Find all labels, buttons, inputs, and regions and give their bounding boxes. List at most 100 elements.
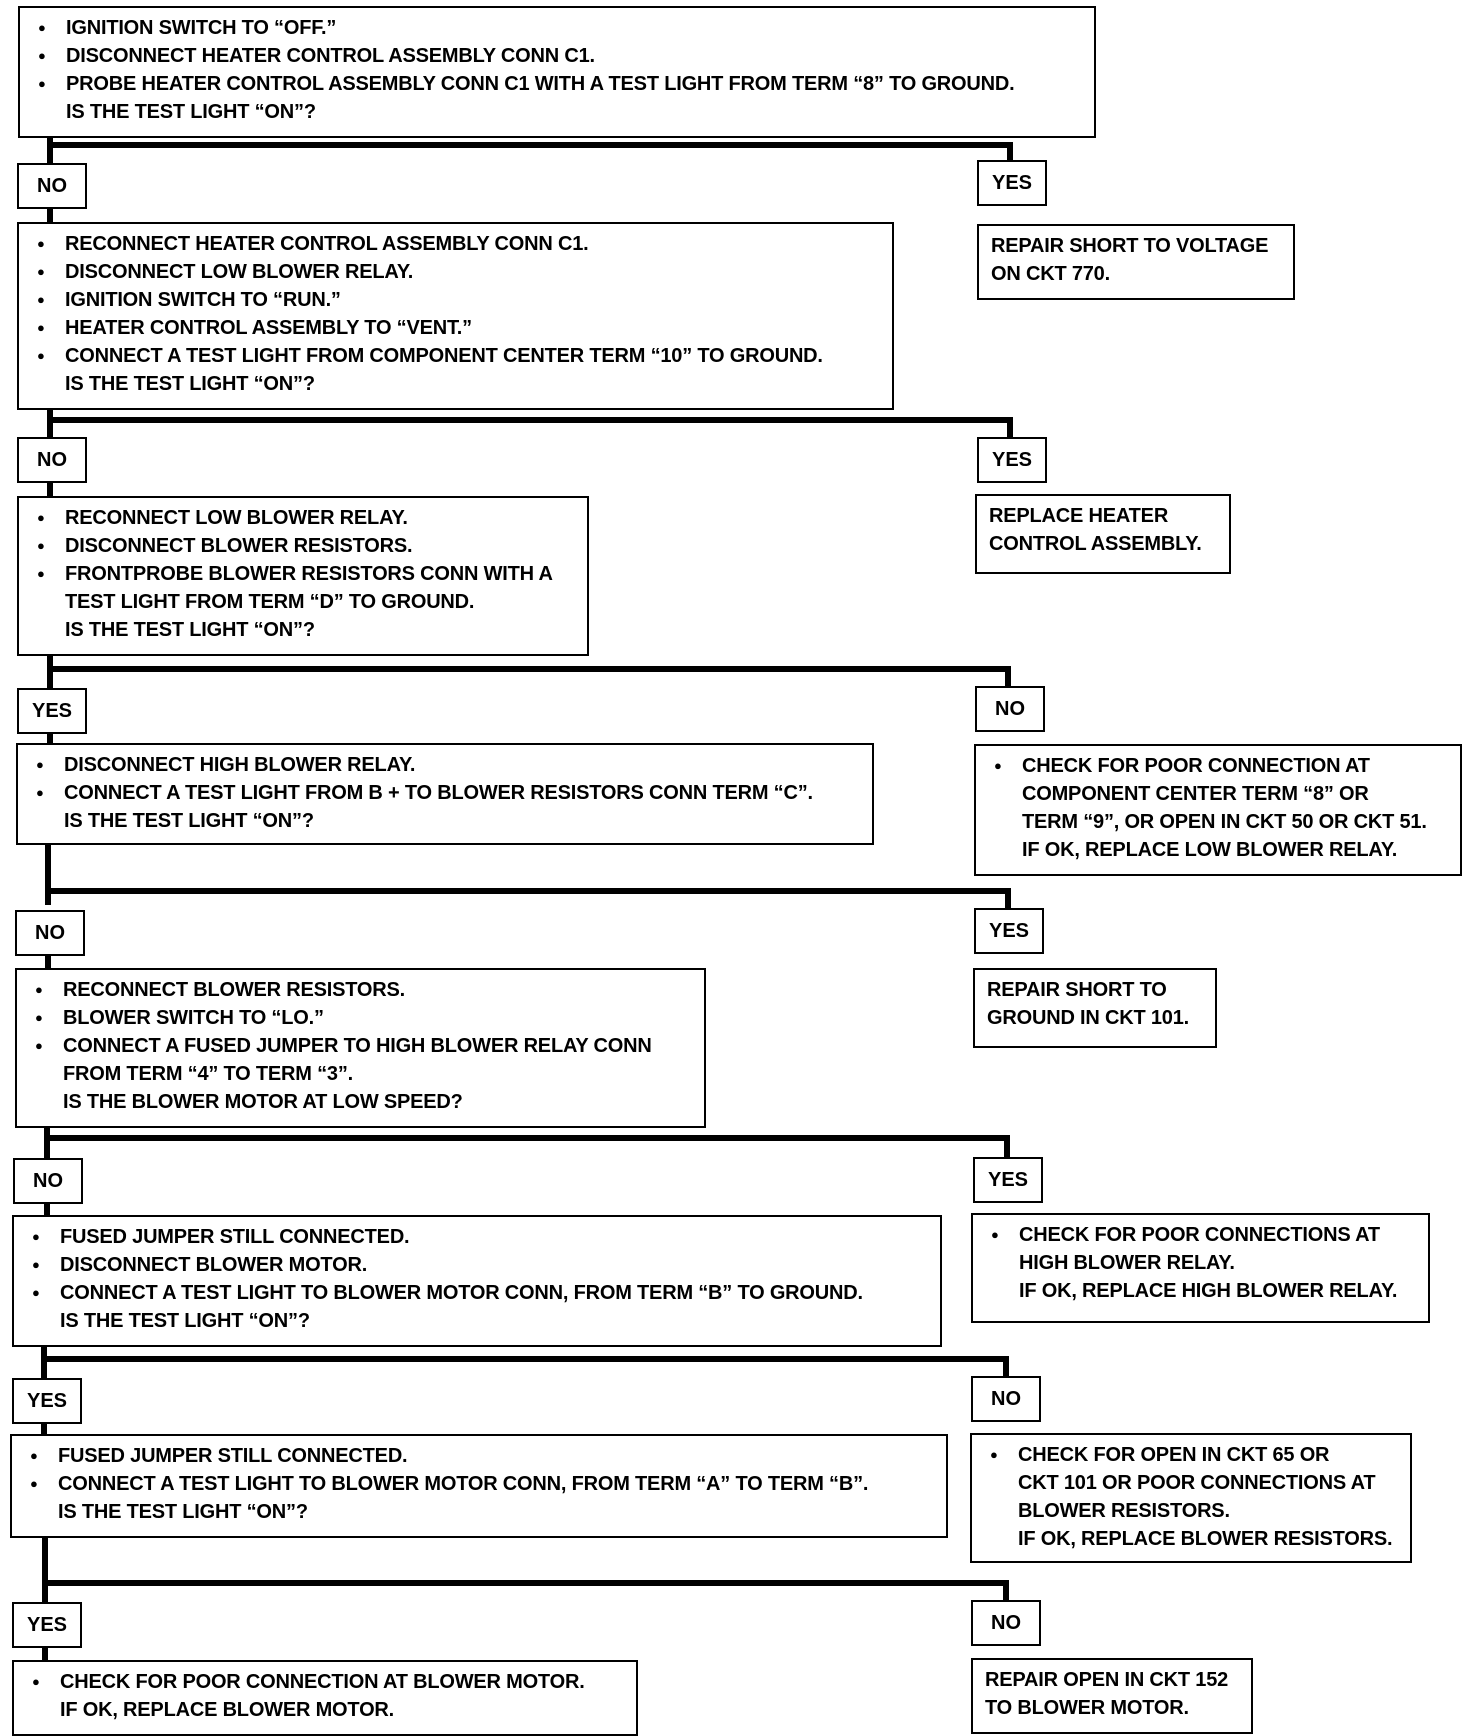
- step-2-box: RECONNECT HEATER CONTROL ASSEMBLY CONN C…: [17, 222, 894, 410]
- step-7-item: CONNECT A TEST LIGHT TO BLOWER MOTOR CON…: [24, 1470, 936, 1498]
- connector-line: [47, 483, 53, 496]
- step-5-no-label: NO: [13, 1158, 83, 1204]
- connector-line: [47, 138, 53, 163]
- connector-line: [47, 656, 53, 688]
- result-item: CHECK FOR POOR CONNECTION AT BLOWER MOTO…: [26, 1668, 626, 1696]
- connector-line: [47, 209, 53, 222]
- result-line: IF OK, REPLACE BLOWER MOTOR.: [60, 1699, 395, 1721]
- connector-line: [1007, 417, 1013, 437]
- step-3-item: DISCONNECT BLOWER RESISTORS.: [31, 532, 577, 560]
- result-item: CHECK FOR POOR CONNECTIONS AT: [985, 1221, 1418, 1249]
- connector-line: [45, 956, 51, 968]
- connector-line: [1005, 666, 1011, 686]
- step-4-box: DISCONNECT HIGH BLOWER RELAY. CONNECT A …: [16, 743, 874, 845]
- step-6-item: CONNECT A TEST LIGHT TO BLOWER MOTOR CON…: [26, 1279, 930, 1307]
- result-line: HIGH BLOWER RELAY.: [1019, 1252, 1235, 1274]
- step-5-result-box: CHECK FOR POOR CONNECTIONS AT HIGH BLOWE…: [971, 1213, 1430, 1323]
- connector-line: [41, 1356, 1009, 1362]
- step-2-item: HEATER CONTROL ASSEMBLY TO “VENT.”: [31, 314, 882, 342]
- step-5-continuation: FROM TERM “4” TO TERM “3”.: [63, 1063, 353, 1085]
- step-6-yes-label: YES: [12, 1378, 82, 1424]
- step-7-question: IS THE TEST LIGHT “ON”?: [58, 1501, 308, 1523]
- connector-line: [44, 1128, 50, 1158]
- connector-line: [45, 888, 1011, 894]
- result-item: CHECK FOR OPEN IN CKT 65 OR: [984, 1441, 1400, 1469]
- step-4-item: DISCONNECT HIGH BLOWER RELAY.: [30, 751, 862, 779]
- result-line: TO BLOWER MOTOR.: [985, 1697, 1189, 1719]
- step-5-box: RECONNECT BLOWER RESISTORS. BLOWER SWITC…: [15, 968, 706, 1128]
- step-4-yes-label: YES: [974, 908, 1044, 954]
- result-line: ON CKT 770.: [991, 263, 1110, 285]
- step-3-item: RECONNECT LOW BLOWER RELAY.: [31, 504, 577, 532]
- result-item: CHECK FOR POOR CONNECTION AT: [988, 752, 1450, 780]
- step-2-result-box: REPLACE HEATER CONTROL ASSEMBLY.: [975, 494, 1231, 574]
- step-4-question: IS THE TEST LIGHT “ON”?: [64, 810, 314, 832]
- step-5-item: CONNECT A FUSED JUMPER TO HIGH BLOWER RE…: [29, 1032, 694, 1060]
- connector-line: [44, 1135, 1010, 1141]
- result-line: IF OK, REPLACE BLOWER RESISTORS.: [1018, 1528, 1393, 1550]
- result-line: COMPONENT CENTER TERM “8” OR: [1022, 783, 1369, 805]
- step-6-item: FUSED JUMPER STILL CONNECTED.: [26, 1223, 930, 1251]
- result-line: REPAIR SHORT TO: [987, 979, 1167, 1001]
- step-6-result-box: CHECK FOR OPEN IN CKT 65 OR CKT 101 OR P…: [970, 1433, 1412, 1563]
- result-line: GROUND IN CKT 101.: [987, 1007, 1189, 1029]
- result-line: IF OK, REPLACE LOW BLOWER RELAY.: [1022, 839, 1398, 861]
- connector-line: [42, 1538, 48, 1602]
- step-7-yes-result-box: CHECK FOR POOR CONNECTION AT BLOWER MOTO…: [12, 1660, 638, 1736]
- step-2-item: RECONNECT HEATER CONTROL ASSEMBLY CONN C…: [31, 230, 882, 258]
- connector-line: [42, 1580, 1009, 1586]
- step-1-result-box: REPAIR SHORT TO VOLTAGE ON CKT 770.: [977, 224, 1295, 300]
- connector-line: [42, 1648, 48, 1660]
- step-4-result-box: REPAIR SHORT TO GROUND IN CKT 101.: [973, 968, 1217, 1048]
- connector-line: [1004, 1135, 1010, 1157]
- connector-line: [47, 410, 53, 439]
- step-7-box: FUSED JUMPER STILL CONNECTED. CONNECT A …: [10, 1434, 948, 1538]
- step-6-item: DISCONNECT BLOWER MOTOR.: [26, 1251, 930, 1279]
- step-2-question: IS THE TEST LIGHT “ON”?: [65, 373, 315, 395]
- step-1-item: PROBE HEATER CONTROL ASSEMBLY CONN C1 WI…: [32, 70, 1084, 98]
- connector-line: [45, 845, 51, 905]
- step-3-result-box: CHECK FOR POOR CONNECTION AT COMPONENT C…: [974, 744, 1462, 876]
- connector-line: [41, 1424, 47, 1434]
- step-7-no-label: NO: [971, 1600, 1041, 1646]
- step-3-continuation: TEST LIGHT FROM TERM “D” TO GROUND.: [65, 591, 475, 613]
- step-1-question: IS THE TEST LIGHT “ON”?: [66, 101, 316, 123]
- step-3-yes-label: YES: [17, 688, 87, 734]
- step-3-no-label: NO: [975, 686, 1045, 732]
- connector-line: [1007, 142, 1013, 160]
- step-2-item: IGNITION SWITCH TO “RUN.”: [31, 286, 882, 314]
- step-3-question: IS THE TEST LIGHT “ON”?: [65, 619, 315, 641]
- result-line: REPAIR OPEN IN CKT 152: [985, 1669, 1229, 1691]
- result-line: CONTROL ASSEMBLY.: [989, 533, 1202, 555]
- step-3-box: RECONNECT LOW BLOWER RELAY. DISCONNECT B…: [17, 496, 589, 656]
- result-line: REPAIR SHORT TO VOLTAGE: [991, 235, 1269, 257]
- step-4-item: CONNECT A TEST LIGHT FROM B + TO BLOWER …: [30, 779, 862, 807]
- connector-line: [47, 417, 1013, 423]
- result-line: CKT 101 OR POOR CONNECTIONS AT: [1018, 1472, 1376, 1494]
- step-4-no-label: NO: [15, 910, 85, 956]
- connector-line: [1003, 1580, 1009, 1600]
- step-1-no-label: NO: [17, 163, 87, 209]
- step-7-yes-label: YES: [12, 1602, 82, 1648]
- result-line: IF OK, REPLACE HIGH BLOWER RELAY.: [1019, 1280, 1398, 1302]
- step-2-item: CONNECT A TEST LIGHT FROM COMPONENT CENT…: [31, 342, 882, 370]
- step-6-no-label: NO: [971, 1376, 1041, 1422]
- step-3-item: FRONTPROBE BLOWER RESISTORS CONN WITH A: [31, 560, 577, 588]
- step-1-yes-label: YES: [977, 160, 1047, 206]
- step-2-item: DISCONNECT LOW BLOWER RELAY.: [31, 258, 882, 286]
- step-6-question: IS THE TEST LIGHT “ON”?: [60, 1310, 310, 1332]
- connector-line: [47, 142, 1013, 148]
- step-5-question: IS THE BLOWER MOTOR AT LOW SPEED?: [63, 1091, 463, 1113]
- connector-line: [44, 1204, 50, 1215]
- connector-line: [47, 734, 53, 743]
- step-2-no-label: NO: [17, 437, 87, 483]
- result-line: TERM “9”, OR OPEN IN CKT 50 OR CKT 51.: [1022, 811, 1427, 833]
- step-5-item: BLOWER SWITCH TO “LO.”: [29, 1004, 694, 1032]
- connector-line: [47, 666, 1011, 672]
- connector-line: [41, 1347, 47, 1378]
- step-1-box: IGNITION SWITCH TO “OFF.” DISCONNECT HEA…: [18, 6, 1096, 138]
- step-7-no-result-box: REPAIR OPEN IN CKT 152 TO BLOWER MOTOR.: [971, 1658, 1253, 1734]
- result-line: REPLACE HEATER: [989, 505, 1169, 527]
- step-6-box: FUSED JUMPER STILL CONNECTED. DISCONNECT…: [12, 1215, 942, 1347]
- connector-line: [1003, 1356, 1009, 1376]
